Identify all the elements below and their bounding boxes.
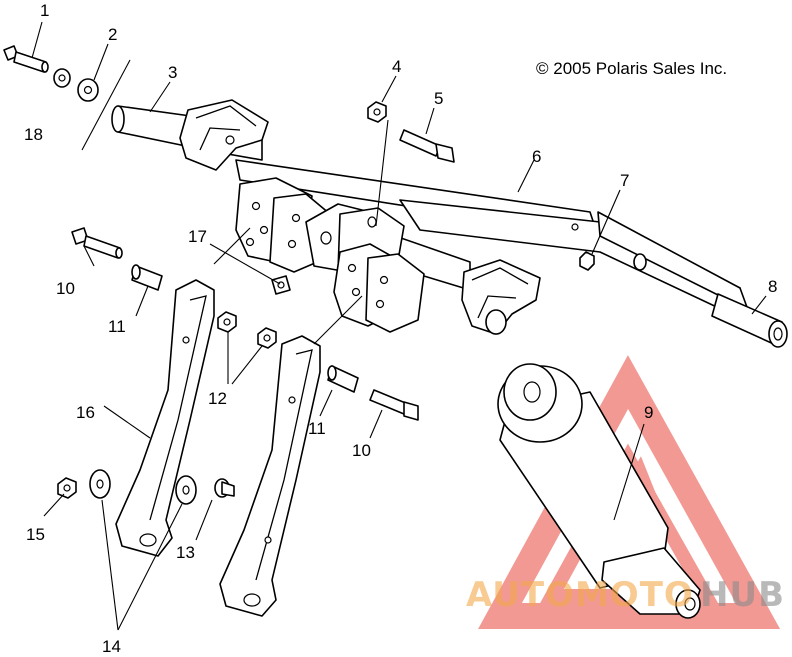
callout-11b: 11 <box>308 419 326 438</box>
sleeve-part-11-right <box>327 365 359 393</box>
callout-9: 9 <box>644 403 653 422</box>
nut-part-7 <box>579 251 595 271</box>
callout-18: 18 <box>24 125 43 144</box>
callout-12: 12 <box>208 389 227 408</box>
pin-part-13 <box>214 478 235 498</box>
watermark-text-hub: HUB <box>700 575 785 615</box>
center-plates-part-17 <box>235 177 425 333</box>
callout-13: 13 <box>176 543 195 562</box>
leader-lines <box>31 21 767 631</box>
callout-10b: 10 <box>352 441 371 460</box>
shaft-end-part-8 <box>711 293 788 348</box>
callout-3: 3 <box>168 63 177 82</box>
callout-5: 5 <box>434 89 443 108</box>
callout-17: 17 <box>188 227 207 246</box>
nut-part-12-b <box>257 327 277 349</box>
callout-6: 6 <box>532 147 541 166</box>
callout-15: 15 <box>26 525 45 544</box>
nut-part-15 <box>57 477 77 499</box>
copyright-notice: © 2005 Polaris Sales Inc. <box>536 59 727 78</box>
shock-absorber-part-9 <box>497 363 701 619</box>
callout-7: 7 <box>620 171 629 190</box>
right-mount-bracket <box>461 259 541 335</box>
link-arm-right <box>219 335 321 617</box>
callout-11a: 11 <box>108 317 126 336</box>
callout-14: 14 <box>102 637 121 656</box>
bolt-part-1 <box>3 45 49 73</box>
bolt-part-10-left <box>71 227 123 259</box>
callout-8: 8 <box>768 277 777 296</box>
callout-4: 4 <box>392 57 401 76</box>
link-arm-part-16 <box>115 279 215 557</box>
bolt-part-10-right <box>369 389 419 421</box>
screw-part-17 <box>271 275 291 295</box>
watermark-text-automoto: AUTOMOTO <box>466 575 694 615</box>
callout-16: 16 <box>76 403 95 422</box>
sleeve-part-11-left <box>131 264 163 291</box>
bolt-part-5 <box>399 129 455 163</box>
nut-part-12-a <box>217 311 237 333</box>
nut-part-4 <box>367 101 387 123</box>
callout-10a: 10 <box>56 279 75 298</box>
left-mount-bracket <box>179 99 269 171</box>
callout-1: 1 <box>40 1 49 20</box>
callout-2: 2 <box>108 25 117 44</box>
